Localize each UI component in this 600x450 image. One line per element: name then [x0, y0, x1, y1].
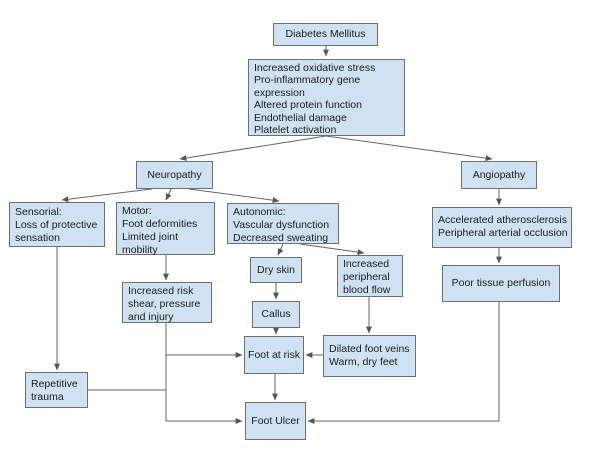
connector-mechanisms-angiopathy	[325, 135, 493, 162]
connector-autonomic-blood-flow	[299, 243, 365, 256]
connector-shear-risk-foot-ulcer	[165, 323, 243, 424]
connector-autonomic-dry-skin	[277, 243, 284, 256]
node-diabetes-mellitus: Diabetes Mellitus	[273, 23, 378, 46]
node-motor: Motor: Foot deformities Limited joint mo…	[116, 202, 215, 256]
connector-neuropathy-sensorial	[61, 188, 153, 203]
node-autonomic: Autonomic: Vascular dysfunction Decrease…	[227, 203, 339, 244]
node-repetitive-trauma: Repetitive trauma	[25, 372, 88, 408]
connector-mechanisms-neuropathy	[179, 135, 327, 161]
node-foot-at-risk: Foot at risk	[244, 336, 304, 374]
node-dry-skin: Dry skin	[250, 257, 302, 283]
node-sensorial: Sensorial: Loss of protective sensation	[9, 202, 105, 247]
node-dilated-foot-veins: Dilated foot veins Warm, dry feet	[323, 335, 416, 377]
connector-neuropathy-motor	[165, 188, 172, 201]
node-neuropathy: Neuropathy	[136, 161, 213, 189]
connector-perfusion-foot-ulcer	[307, 302, 500, 424]
node-increased-risk-shear: Increased risk shear, pressure and injur…	[122, 282, 212, 323]
connector-neuropathy-autonomic	[188, 188, 280, 204]
node-poor-tissue-perfusion: Poor tissue perfusion	[442, 265, 560, 302]
node-foot-ulcer: Foot Ulcer	[245, 402, 306, 440]
node-increased-peripheral-blood-flow: Increased peripheral blood flow	[337, 255, 403, 297]
node-pathogenic-mechanisms: Increased oxidative stress Pro-inflammat…	[248, 59, 405, 136]
node-atherosclerosis: Accelerated atherosclerosis Peripheral a…	[432, 207, 572, 248]
node-callus: Callus	[252, 301, 300, 328]
node-angiopathy: Angiopathy	[461, 161, 537, 189]
